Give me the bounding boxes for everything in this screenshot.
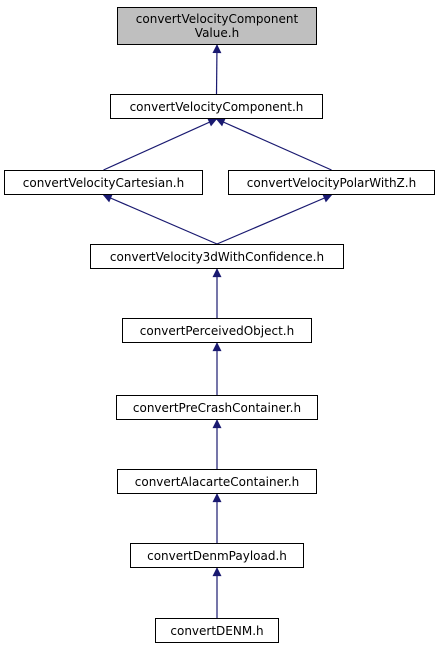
node-convert-velocity-component-value[interactable]: convertVelocityComponent Value.h xyxy=(117,7,317,45)
edge-n1-to-n0 xyxy=(212,44,222,95)
node-label-line: convertVelocityComponent xyxy=(135,12,299,26)
node-convert-velocity-3d-with-confidence[interactable]: convertVelocity3dWithConfidence.h xyxy=(90,244,344,269)
node-convert-pre-crash-container[interactable]: convertPreCrashContainer.h xyxy=(116,395,318,420)
node-convert-denm[interactable]: convertDENM.h xyxy=(155,618,279,643)
node-convert-velocity-cartesian[interactable]: convertVelocityCartesian.h xyxy=(4,170,203,195)
edge-n4-to-n3 xyxy=(216,194,333,245)
node-convert-velocity-component[interactable]: convertVelocityComponent.h xyxy=(110,94,323,119)
node-label: convertAlacarteContainer.h xyxy=(134,474,300,489)
node-convert-velocity-polar-with-z[interactable]: convertVelocityPolarWithZ.h xyxy=(228,170,435,195)
node-label: convertDENM.h xyxy=(170,623,264,638)
node-convert-denm-payload[interactable]: convertDenmPayload.h xyxy=(130,543,304,568)
node-label: convertVelocityComponent.h xyxy=(129,99,304,114)
node-label: convertDenmPayload.h xyxy=(147,548,287,563)
edge-n2-to-n1 xyxy=(103,118,218,171)
node-convert-perceived-object[interactable]: convertPerceivedObject.h xyxy=(122,318,312,343)
node-convert-alacarte-container[interactable]: convertAlacarteContainer.h xyxy=(117,469,317,494)
edge-n4-to-n2 xyxy=(102,194,218,245)
node-label: convertPerceivedObject.h xyxy=(139,323,295,338)
node-label: convertVelocity3dWithConfidence.h xyxy=(109,249,325,264)
node-label: convertVelocityCartesian.h xyxy=(22,175,185,190)
node-label-line: Value.h xyxy=(194,26,240,40)
node-label: convertPreCrashContainer.h xyxy=(132,400,302,415)
edge-n3-to-n1 xyxy=(215,118,332,171)
node-label: convertVelocityPolarWithZ.h xyxy=(246,175,417,190)
